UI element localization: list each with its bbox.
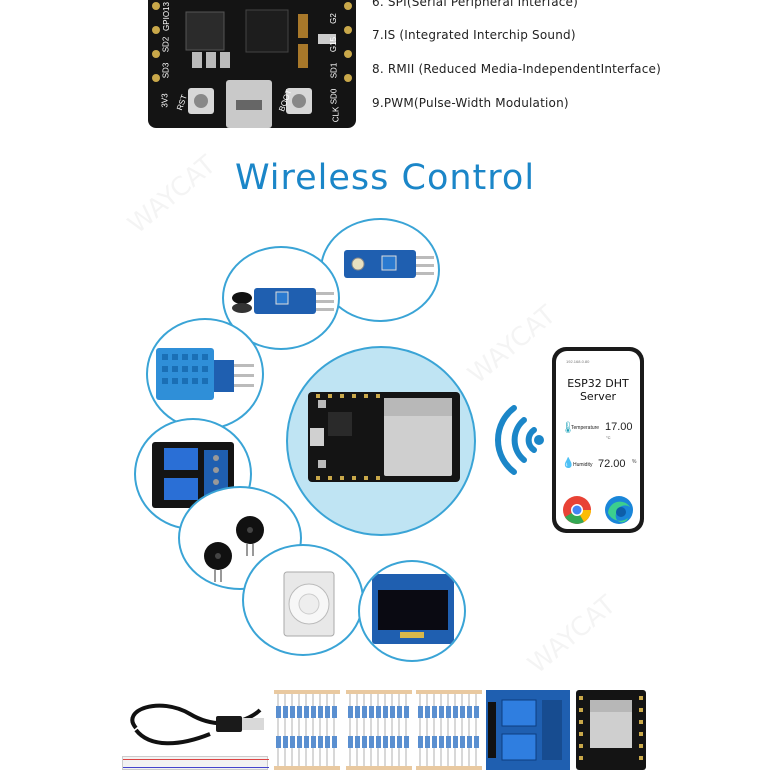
phone-url: 192.168.0.80 (566, 359, 590, 364)
resistor-pack-1 (274, 690, 340, 770)
pin-label-3v3: 3V3 (160, 93, 170, 108)
relay-module-kit-art (488, 699, 562, 761)
resistor-pack-1-art (274, 690, 340, 770)
pin-label-sd1: SD1 (329, 62, 339, 79)
relay-module-kit (486, 690, 570, 770)
breadboard-strip (122, 756, 269, 770)
resistor-pack-3 (416, 690, 482, 770)
resistor-pack-2-art (346, 690, 412, 770)
watermark-2: WAYCAT (463, 300, 562, 390)
temperature-label: Temperature (571, 425, 600, 431)
phone-screen: 192.168.0.80 ESP32 DHT Server 🌡 Temperat… (556, 351, 640, 529)
pin-label-sd3: SD3 (161, 62, 171, 79)
watermark-3: WAYCAT (523, 590, 622, 680)
light-sensor-art (344, 250, 434, 278)
pir-sensor-art (283, 571, 335, 637)
feature-spi: 6. SPI(Serial Peripheral Interface) (372, 0, 579, 9)
feature-i2s: 7.IS (Integrated Interchip Sound) (372, 28, 576, 42)
section-title: Wireless Control (234, 158, 536, 198)
esp32-board-art (308, 392, 460, 482)
pin-label-clk: CLK (331, 106, 341, 123)
wifi-signal-icon (495, 405, 544, 475)
pin-label-sd0: SD0 (329, 88, 339, 105)
circle-esp32-board (286, 346, 476, 536)
feature-rmii: 8. RMII (Reduced Media-IndependentInterf… (372, 62, 661, 76)
pin-label-g2: G2 (328, 13, 338, 24)
breadboard-blue-rail (123, 767, 269, 768)
oled-display-art (372, 574, 454, 644)
chrome-icon (563, 496, 591, 524)
temperature-unit: °C (606, 435, 611, 440)
circle-light-sensor (320, 218, 440, 322)
smartphone: 192.168.0.80 ESP32 DHT Server 🌡 Temperat… (552, 347, 644, 533)
resistor-pack-3-art (416, 690, 482, 770)
feature-pwm: 9.PWM(Pulse-Width Modulation) (372, 96, 569, 110)
humidity-value: 72.00 (598, 458, 626, 470)
breadboard-red-rail (123, 759, 269, 760)
pin-label-g15: G15 (329, 36, 339, 53)
dht11-sensor-art (156, 348, 254, 400)
ir-sensor-art (232, 288, 334, 314)
pin-label-gpio13: GPIO13 (161, 2, 171, 31)
usb-cable-image (130, 703, 264, 746)
pin-label-sd2: SD2 (161, 36, 171, 53)
temperature-value: 17.00 (605, 421, 633, 433)
buzzers-art (204, 516, 264, 582)
esp-board-top: 3V3 SD3 SD2 GPIO13 RST BOOT G2 G15 SD1 S… (148, 0, 356, 128)
circle-dht11-sensor (146, 318, 264, 430)
phone-heading: ESP32 DHT Server (567, 377, 629, 403)
esp32-board-kit-art (579, 696, 643, 760)
humidity-label: Humidity (573, 462, 593, 468)
circle-pir-sensor (242, 544, 364, 656)
circle-oled-display (358, 560, 466, 662)
esp32-board-kit (576, 690, 646, 770)
resistor-pack-2 (346, 690, 412, 770)
edge-icon (605, 496, 633, 524)
humidity-unit: % (632, 459, 637, 465)
thermometer-icon: 🌡 (561, 422, 575, 434)
humidity-drop-icon: 💧 (562, 458, 575, 469)
esp-board-top-art (152, 2, 352, 128)
